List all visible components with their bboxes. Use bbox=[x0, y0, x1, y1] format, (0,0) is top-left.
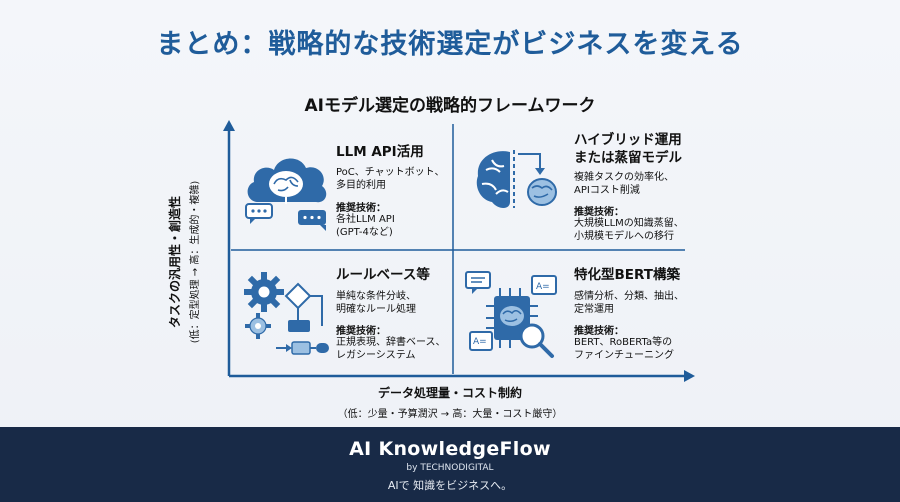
footer-bar: AI KnowledgeFlow by TECHNODIGITAL AIで 知識… bbox=[0, 427, 900, 502]
chip-brain-search-icon: A= A= bbox=[465, 271, 557, 358]
quadrant-rule-based-tech: 正規表現、辞書ベース、 レガシーシステム bbox=[336, 337, 446, 361]
quadrant-hybrid-tech-label: 推奨技術： bbox=[574, 207, 624, 218]
y-axis-title: タスクの汎用性・創造性 bbox=[168, 196, 182, 329]
quadrant-rule-based-desc: 単純な条件分岐、 明確なルール処理 bbox=[336, 291, 416, 315]
gears-flowchart-icon bbox=[244, 272, 329, 355]
svg-text:A=: A= bbox=[536, 282, 550, 292]
quadrant-bert-tech: BERT、RoBERTa等の ファインチューニング bbox=[574, 337, 674, 361]
quadrant-hybrid-title-line2: または蒸留モデル bbox=[574, 150, 682, 166]
brain-distillation-icon bbox=[476, 150, 557, 208]
quadrant-llm-api-tech: 各社LLM API (GPT-4など) bbox=[336, 214, 395, 238]
page-title: まとめ：戦略的な技術選定がビジネスを変える bbox=[156, 29, 744, 60]
quadrant-hybrid-desc: 複雑タスクの効率化、 APIコスト削減 bbox=[574, 172, 674, 196]
quadrant-llm-api-title: LLM API活用 bbox=[336, 144, 424, 160]
y-axis-subtitle: (低：定型処理 → 高：生成的・複雑) bbox=[190, 180, 201, 344]
x-axis-label: データ処理量・コスト制約 （低：少量・予算潤沢 → 高：大量・コスト厳守） bbox=[0, 384, 900, 420]
svg-text:A=: A= bbox=[473, 337, 487, 347]
x-axis-arrowhead bbox=[684, 370, 695, 382]
x-axis-subtitle: （低：少量・予算潤沢 → 高：大量・コスト厳守） bbox=[337, 409, 563, 420]
x-axis-title: データ処理量・コスト制約 bbox=[377, 386, 522, 400]
quadrant-bert-desc: 感情分析、分類、抽出、 定常運用 bbox=[574, 291, 684, 315]
quadrant-bert-title: 特化型BERT構築 bbox=[574, 267, 681, 283]
quadrant-llm-api-tech-label: 推奨技術： bbox=[336, 203, 386, 214]
y-axis-label: タスクの汎用性・創造性 (低：定型処理 → 高：生成的・複雑) bbox=[166, 147, 202, 377]
quadrant-hybrid-tech: 大規模LLMの知識蒸留、 小規模モデルへの移行 bbox=[574, 218, 684, 242]
framework-title: AIモデル選定の戦略的フレームワーク bbox=[304, 96, 596, 116]
quadrant-rule-based-title: ルールベース等 bbox=[336, 267, 430, 283]
footer-brand: AI KnowledgeFlow bbox=[349, 438, 551, 460]
quadrant-llm-api-desc: PoC、チャットボット、 多目的利用 bbox=[336, 167, 445, 191]
y-axis-arrowhead bbox=[223, 120, 235, 131]
quadrant-hybrid-title-line1: ハイブリッド運用 bbox=[574, 132, 682, 148]
quadrant-bert-tech-label: 推奨技術： bbox=[574, 326, 624, 337]
footer-byline: by TECHNODIGITAL bbox=[406, 463, 494, 473]
cloud-brain-chat-icon bbox=[245, 158, 327, 231]
quadrant-rule-based-tech-label: 推奨技術： bbox=[336, 326, 386, 337]
footer-tagline: AIで 知識をビジネスへ。 bbox=[387, 479, 513, 492]
